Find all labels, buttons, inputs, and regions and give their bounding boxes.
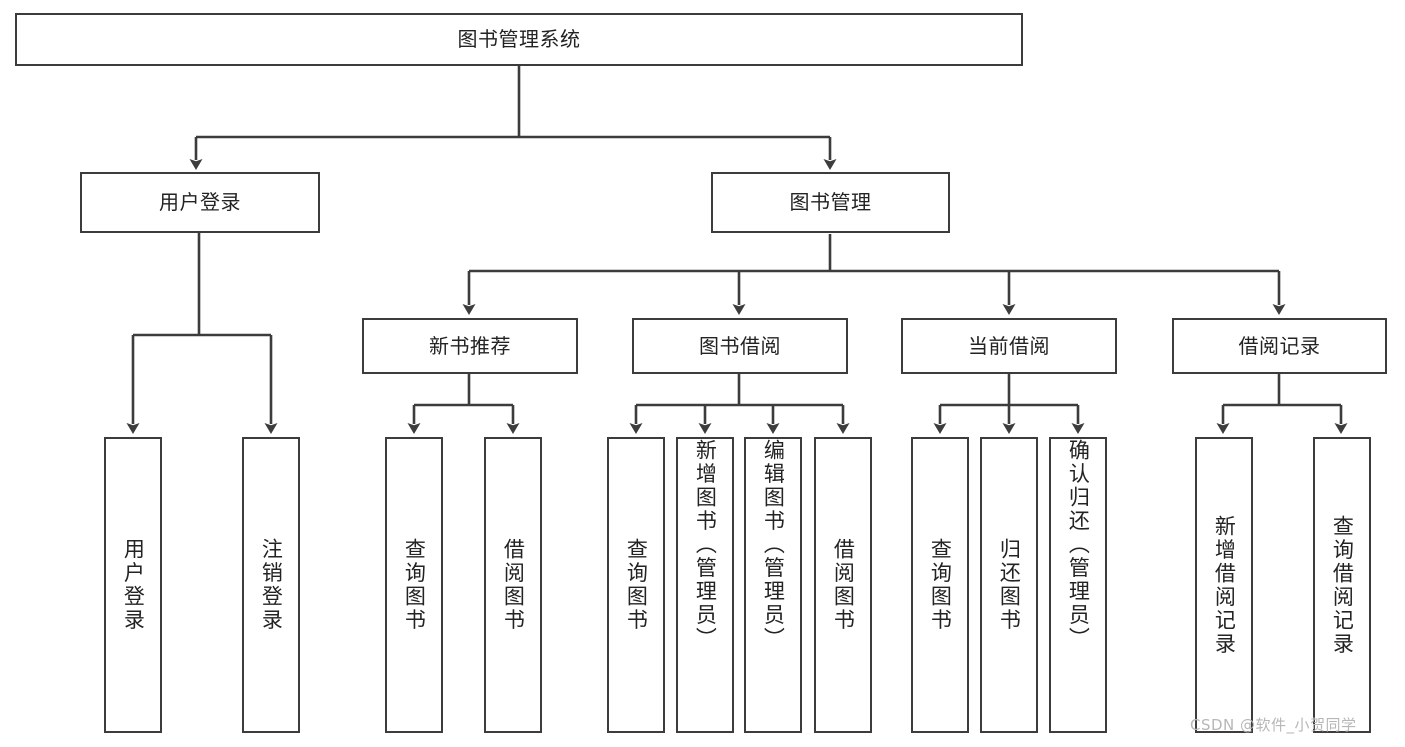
leaf-label: 借阅图书	[831, 538, 856, 632]
leaf-label: 新增图书（管理员）	[693, 439, 718, 651]
leaf-query-book-borrow[interactable]: 查询图书	[607, 437, 665, 733]
leaf-label: 编辑图书（管理员）	[761, 439, 786, 651]
leaf-label: 注销登录	[259, 538, 284, 632]
node-label: 当前借阅	[968, 333, 1050, 358]
leaf-label: 借阅图书	[501, 538, 526, 632]
node-user-login[interactable]: 用户登录	[80, 172, 320, 233]
leaf-query-book-recommend[interactable]: 查询图书	[385, 437, 443, 733]
node-new-book-recommend[interactable]: 新书推荐	[362, 318, 578, 374]
leaf-user-login[interactable]: 用户登录	[104, 437, 162, 733]
leaf-user-logout[interactable]: 注销登录	[242, 437, 300, 733]
leaf-query-book-current[interactable]: 查询图书	[911, 437, 969, 733]
node-label: 用户登录	[159, 190, 241, 215]
leaf-label: 查询借阅记录	[1330, 514, 1355, 656]
leaf-label: 查询图书	[402, 538, 427, 632]
leaf-label: 查询图书	[928, 538, 953, 632]
leaf-label: 确认归还（管理员）	[1066, 439, 1091, 651]
leaf-confirm-return-admin[interactable]: 确认归还（管理员）	[1049, 437, 1107, 733]
node-label: 图书借阅	[699, 333, 781, 358]
node-root-system[interactable]: 图书管理系统	[15, 13, 1023, 66]
node-label: 新书推荐	[429, 333, 511, 358]
leaf-borrow-book[interactable]: 借阅图书	[814, 437, 872, 733]
leaf-edit-book-admin[interactable]: 编辑图书（管理员）	[744, 437, 802, 733]
node-book-borrow[interactable]: 图书借阅	[632, 318, 848, 374]
leaf-label: 新增借阅记录	[1212, 514, 1237, 656]
leaf-return-book[interactable]: 归还图书	[980, 437, 1038, 733]
node-label: 借阅记录	[1238, 333, 1321, 358]
node-borrow-record[interactable]: 借阅记录	[1172, 318, 1387, 374]
leaf-label: 用户登录	[121, 538, 146, 632]
node-current-borrow[interactable]: 当前借阅	[901, 318, 1117, 374]
leaf-borrow-book-recommend[interactable]: 借阅图书	[484, 437, 542, 733]
leaf-query-borrow-record[interactable]: 查询借阅记录	[1313, 437, 1371, 733]
leaf-label: 归还图书	[997, 538, 1022, 632]
node-book-management[interactable]: 图书管理	[711, 172, 950, 233]
leaf-label: 查询图书	[624, 538, 649, 632]
node-label: 图书管理系统	[457, 27, 581, 52]
watermark: CSDN @软件_小贺同学	[1190, 716, 1357, 734]
leaf-add-borrow-record[interactable]: 新增借阅记录	[1195, 437, 1253, 733]
leaf-add-book-admin[interactable]: 新增图书（管理员）	[676, 437, 734, 733]
node-label: 图书管理	[789, 190, 872, 215]
